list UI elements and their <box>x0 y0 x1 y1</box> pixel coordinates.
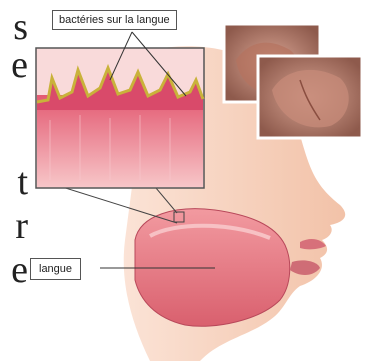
magnified-tissue-panel <box>36 48 204 188</box>
tongue-label: langue <box>30 258 81 280</box>
bacteria-label: bactéries sur la langue <box>52 10 177 30</box>
photo-inset-front <box>258 56 362 138</box>
